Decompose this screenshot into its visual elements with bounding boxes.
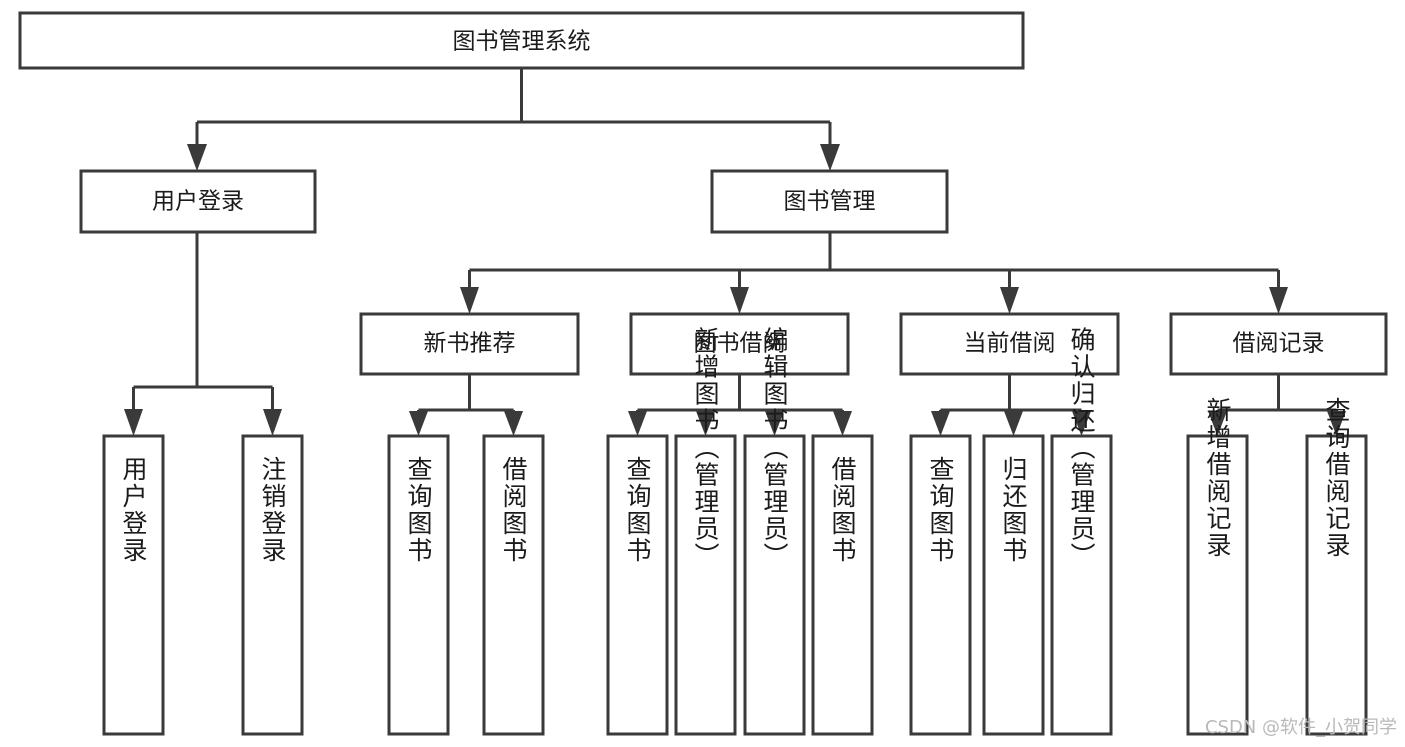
node-leaf-logout-login[interactable]: 注销登录	[241, 434, 304, 736]
node-leaf-return-book[interactable]: 归还图书	[982, 434, 1045, 736]
arrowhead-leaf-query-book-borrow	[628, 411, 647, 436]
arrowhead-leaf-query-book-current	[931, 411, 950, 436]
node-borrow-record-box[interactable]	[1169, 312, 1388, 376]
node-user-login[interactable]: 用户登录	[79, 169, 317, 234]
node-book-borrow-label: 图书借阅	[694, 331, 786, 357]
node-leaf-borrow-book[interactable]: 借阅图书	[811, 434, 874, 736]
node-leaf-logout-login-box[interactable]	[241, 434, 304, 736]
node-leaf-user-login[interactable]: 用户登录	[102, 434, 165, 736]
node-current-borrow-box[interactable]	[899, 312, 1120, 376]
node-new-book-recommend-box[interactable]	[359, 312, 580, 376]
node-leaf-edit-book-admin-label: 编辑图书（管理员）	[760, 327, 789, 570]
node-leaf-confirm-return-admin[interactable]: 确认归还（管理员）	[1050, 327, 1113, 736]
arrowhead-new-book-recommend	[460, 287, 479, 314]
node-leaf-edit-book-admin[interactable]: 编辑图书（管理员）	[743, 327, 806, 736]
node-leaf-query-borrow-record-box[interactable]	[1305, 434, 1368, 736]
node-leaf-query-book-borrow-label: 查询图书	[623, 456, 652, 564]
arrowhead-current-borrow	[1000, 287, 1019, 314]
node-book-manage[interactable]: 图书管理	[710, 169, 949, 234]
node-book-manage-label: 图书管理	[784, 189, 876, 215]
node-leaf-borrow-book-box[interactable]	[811, 434, 874, 736]
node-user-login-box[interactable]	[79, 169, 317, 234]
arrowhead-leaf-borrow-book	[833, 411, 852, 436]
node-root-label: 图书管理系统	[453, 29, 591, 55]
node-leaf-edit-book-admin-box[interactable]	[743, 434, 806, 736]
node-leaf-add-book-admin-label: 新增图书（管理员）	[691, 327, 720, 570]
node-leaf-query-book-rec[interactable]: 查询图书	[387, 434, 450, 736]
arrowhead-leaf-query-borrow-record	[1327, 411, 1346, 436]
node-leaf-add-borrow-record-label: 新增借阅记录	[1203, 397, 1232, 559]
node-leaf-add-book-admin[interactable]: 新增图书（管理员）	[674, 327, 737, 736]
node-new-book-recommend-label: 新书推荐	[424, 331, 516, 357]
node-book-manage-box[interactable]	[710, 169, 949, 234]
node-leaf-confirm-return-admin-label: 确认归还（管理员）	[1067, 327, 1096, 570]
node-leaf-borrow-book-rec[interactable]: 借阅图书	[482, 434, 545, 736]
node-current-borrow[interactable]: 当前借阅	[899, 312, 1120, 376]
node-leaf-query-book-rec-box[interactable]	[387, 434, 450, 736]
node-current-borrow-label: 当前借阅	[964, 331, 1056, 357]
node-leaf-add-borrow-record-box[interactable]	[1186, 434, 1249, 736]
node-leaf-borrow-book-rec-label: 借阅图书	[499, 456, 528, 564]
node-leaf-return-book-box[interactable]	[982, 434, 1045, 736]
node-leaf-borrow-book-label: 借阅图书	[828, 456, 857, 564]
arrowhead-leaf-logout-login	[263, 409, 282, 436]
node-leaf-user-login-label: 用户登录	[119, 456, 148, 564]
node-leaf-borrow-book-rec-box[interactable]	[482, 434, 545, 736]
node-leaf-add-borrow-record[interactable]: 新增借阅记录	[1186, 397, 1249, 736]
node-borrow-record[interactable]: 借阅记录	[1169, 312, 1388, 376]
node-leaf-query-borrow-record[interactable]: 查询借阅记录	[1305, 397, 1368, 736]
arrowhead-leaf-query-book-rec	[409, 411, 428, 436]
arrowhead-leaf-add-borrow-record	[1208, 411, 1227, 436]
node-leaf-query-book-current-box[interactable]	[909, 434, 972, 736]
arrowhead-leaf-confirm-return-admin	[1072, 411, 1091, 436]
arrowhead-book-manage	[820, 144, 840, 171]
arrowhead-leaf-borrow-book-rec	[504, 411, 523, 436]
node-leaf-query-borrow-record-label: 查询借阅记录	[1322, 397, 1351, 559]
node-leaf-return-book-label: 归还图书	[999, 456, 1028, 564]
node-borrow-record-label: 借阅记录	[1233, 331, 1325, 357]
node-leaf-logout-login-label: 注销登录	[258, 456, 287, 564]
node-user-login-label: 用户登录	[152, 189, 244, 215]
arrowhead-book-borrow	[730, 287, 749, 314]
csdn-watermark: CSDN @软件_小贺同学	[1204, 717, 1397, 738]
node-leaf-query-book-borrow[interactable]: 查询图书	[606, 434, 669, 736]
node-root[interactable]: 图书管理系统	[18, 11, 1025, 70]
arrowhead-borrow-record	[1269, 287, 1288, 314]
node-leaf-query-book-rec-label: 查询图书	[404, 456, 433, 564]
node-leaf-user-login-box[interactable]	[102, 434, 165, 736]
arrowhead-leaf-user-login	[124, 409, 143, 436]
node-leaf-query-book-current[interactable]: 查询图书	[909, 434, 972, 736]
node-leaf-confirm-return-admin-box[interactable]	[1050, 434, 1113, 736]
node-leaf-query-book-current-label: 查询图书	[926, 456, 955, 564]
arrowhead-leaf-add-book-admin	[696, 411, 715, 436]
arrowhead-user-login	[187, 144, 207, 171]
arrowhead-leaf-edit-book-admin	[765, 411, 784, 436]
node-root-box[interactable]	[18, 11, 1025, 70]
connector-layer	[124, 68, 1346, 436]
node-book-borrow[interactable]: 图书借阅	[629, 312, 850, 376]
node-leaf-query-book-borrow-box[interactable]	[606, 434, 669, 736]
node-leaf-add-book-admin-box[interactable]	[674, 434, 737, 736]
arrowhead-leaf-return-book	[1004, 411, 1023, 436]
node-new-book-recommend[interactable]: 新书推荐	[359, 312, 580, 376]
node-book-borrow-box[interactable]	[629, 312, 850, 376]
